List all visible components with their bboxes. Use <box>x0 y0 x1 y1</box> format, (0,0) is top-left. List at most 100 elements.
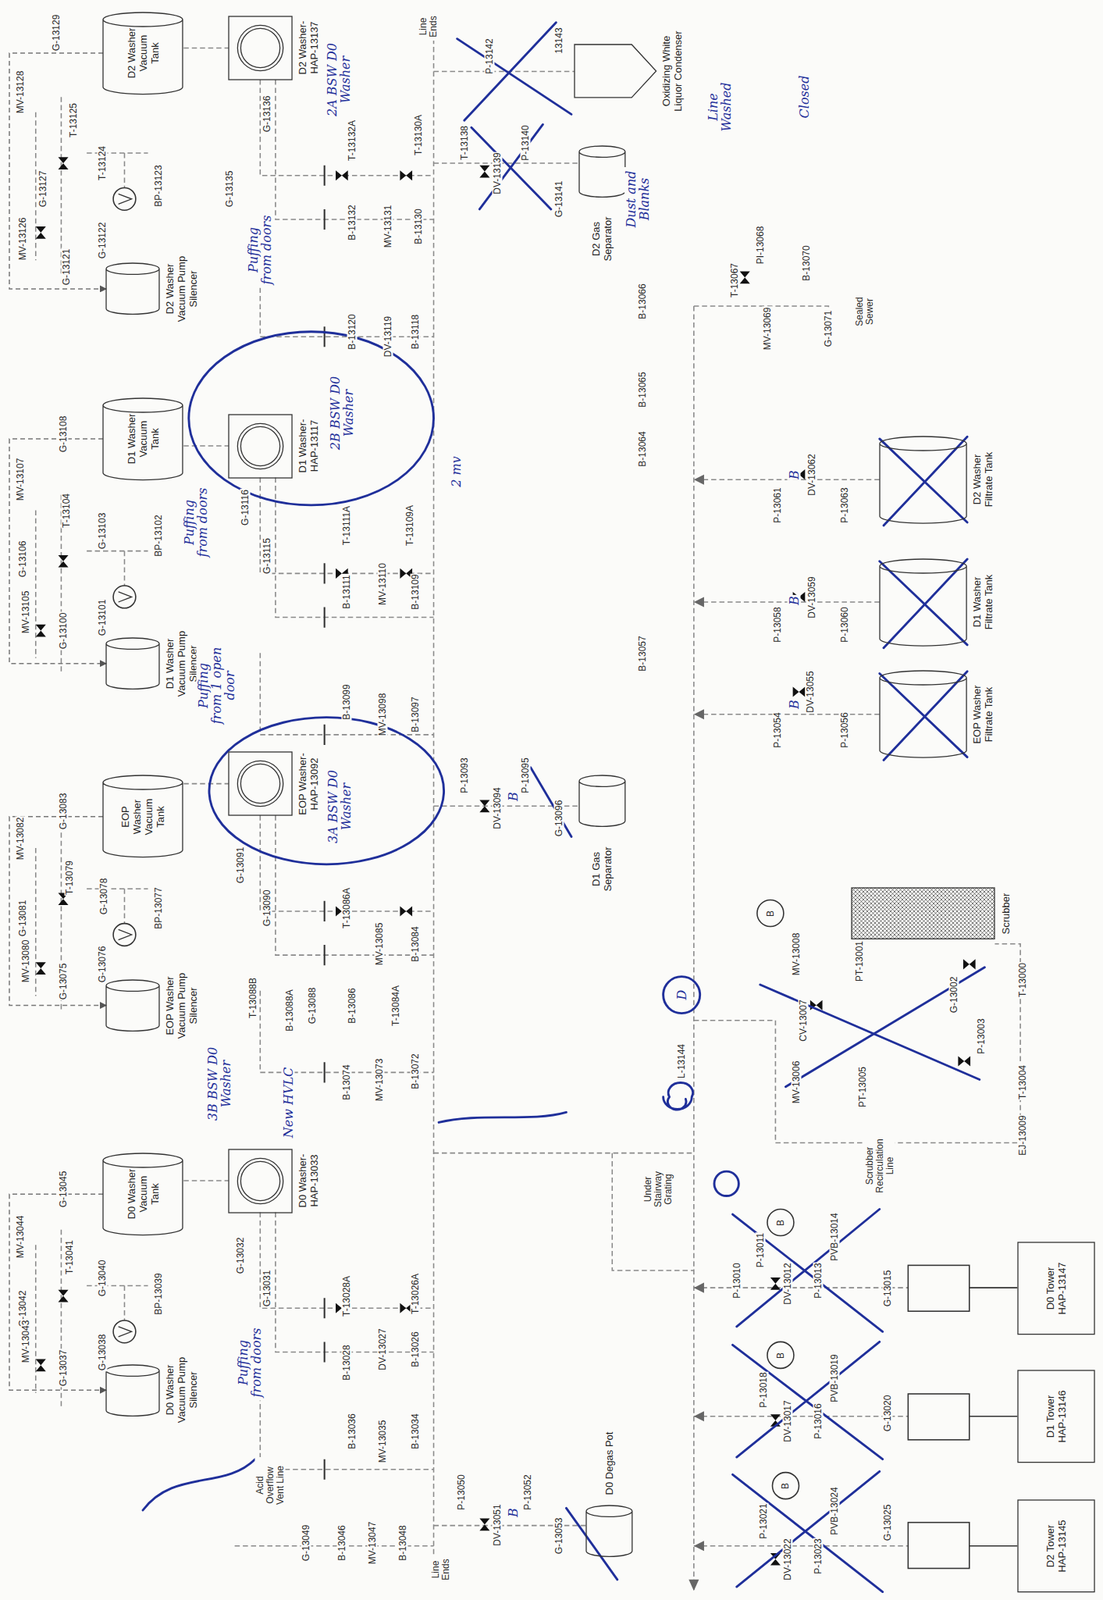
washer-drum <box>240 1160 280 1200</box>
tag-number: B-13132 <box>346 203 357 241</box>
vessel-outline <box>103 12 183 95</box>
tag-number: T-13130A <box>412 113 424 157</box>
equipment-text: EOP Washer-HAP-13092 <box>296 752 321 815</box>
washer-drum <box>240 764 280 804</box>
line-note: Scrubber Recirculation Line <box>864 1133 895 1198</box>
equipment-symbol <box>228 16 292 80</box>
tag-number: MV-13073 <box>374 1057 385 1103</box>
tag-number: P-13061 <box>772 486 783 524</box>
washer-outline <box>228 16 292 80</box>
tag-number: DV-13059 <box>807 575 818 619</box>
equipment-name: D1 Washer Filtrate Tank <box>971 565 995 640</box>
handwritten-note: B <box>786 698 801 710</box>
tag-number: EJ-13009 <box>1017 1113 1028 1156</box>
tag-number: G-13081 <box>17 899 28 938</box>
tag-number: DV-13017 <box>782 1398 794 1442</box>
equipment-text: D1 Washer Vacuum Tank <box>124 410 161 467</box>
equipment-text: EOP Washer Vacuum Tank <box>119 788 167 845</box>
tag-number: G-13091 <box>235 846 246 885</box>
tag-number: T-13026A <box>409 1272 420 1315</box>
tag-number: CV-13007 <box>797 998 808 1042</box>
tag-number: G-13129 <box>50 13 61 52</box>
equipment-symbol <box>106 263 160 314</box>
equipment-symbol <box>851 887 995 939</box>
tag-number: G-13127 <box>37 169 48 208</box>
tag-number: MV-13008 <box>790 932 801 977</box>
equipment-text: D0 Degas Pot <box>603 1423 616 1502</box>
washer-drum <box>240 426 280 466</box>
tag-number: P-13140 <box>520 124 531 161</box>
tower-node: D0 TowerHAP-13147 <box>1017 1241 1095 1335</box>
valve-symbol <box>479 165 975 1566</box>
equipment-symbol <box>106 979 160 1031</box>
tag-number: MV-13082 <box>15 816 26 862</box>
equipment-text: D2 Washer-HAP-13137 <box>296 16 321 79</box>
tag-number: G-13122 <box>96 221 107 260</box>
tower-node: D2 TowerHAP-13145 <box>1017 1499 1095 1592</box>
tag-number: G-13075 <box>58 962 69 1001</box>
washer-outline <box>228 751 292 815</box>
equipment-symbol <box>106 1364 160 1416</box>
equipment-symbol <box>579 145 626 197</box>
equipment-text: Oxidizing White Liquor Condenser <box>660 28 684 114</box>
equipment-text: D1 Washer Filtrate Tank <box>971 565 995 640</box>
handwritten-note: Puffing from doors <box>182 484 210 561</box>
handwritten-note: Puffing from 1 open door <box>196 645 237 726</box>
tag-number: B-13086 <box>346 986 357 1024</box>
equipment-name: D1 Washer Vacuum Pump Silencer <box>163 627 200 700</box>
tag-number: DV-13119 <box>382 315 393 358</box>
tag-number: P-13056 <box>839 711 851 748</box>
tag-number: T-13138 <box>458 124 470 161</box>
tag-number: MV-13085 <box>374 921 385 967</box>
tag-number: MV-13043 <box>20 1318 31 1363</box>
tag-number: G-13101 <box>96 597 107 637</box>
tag-number: P-13054 <box>772 711 783 748</box>
handwritten-note: B <box>506 1506 520 1518</box>
equipment-text: D2 Washer Vacuum Pump Silencer <box>163 252 200 325</box>
tag-number: P-13050 <box>455 1473 467 1510</box>
tag-number: DV-13051 <box>491 1502 502 1546</box>
tag-number: PT-13001 <box>853 939 865 983</box>
washer-node: D1 Washer-HAP-13117 <box>228 414 321 478</box>
handwritten-note: 3B BSW D0 Washer <box>206 1042 233 1126</box>
tank-node: EOP Washer Filtrate Tank <box>879 670 995 758</box>
tag-number: MV-13131 <box>382 204 393 250</box>
vessel-outline <box>106 637 160 689</box>
tank-node: D2 Washer Vacuum Pump Silencer <box>106 252 200 325</box>
vacuum-line <box>9 816 107 1006</box>
tag-number: G-13106 <box>17 540 28 579</box>
equipment-name: Scrubber <box>999 892 1011 934</box>
washer-piping <box>35 1180 435 1480</box>
tag-number: B-13118 <box>409 313 420 350</box>
vessel-outline <box>879 670 967 758</box>
vacuum-line <box>9 438 107 664</box>
tag-number: PI-13068 <box>754 224 765 265</box>
vessel-outline <box>103 775 183 858</box>
tank-node: D2 Washer Vacuum Tank <box>103 12 183 95</box>
tag-number: T-13004 <box>1017 1063 1028 1100</box>
equipment-symbol <box>228 414 292 478</box>
tag-number: MV-13107 <box>15 457 26 502</box>
equipment-name: D2 Washer Vacuum Pump Silencer <box>163 252 200 325</box>
line-note: Acid Overflow Vent Line <box>255 1456 286 1513</box>
tag-number: T-13124 <box>96 145 107 182</box>
tag-number: T-13084A <box>391 983 402 1026</box>
equipment-name: D2 Washer-HAP-13137 <box>296 16 321 79</box>
tag-number: PVB-13019 <box>829 1352 840 1402</box>
tag-number: G-13083 <box>58 792 69 831</box>
washer-outline <box>228 1149 292 1213</box>
tag-number: DV-13012 <box>782 1262 794 1306</box>
equipment-text: D2 Washer Vacuum Tank <box>124 24 161 82</box>
washer-piping <box>35 47 435 347</box>
tag-number: G-13032 <box>235 1235 246 1274</box>
tag-number: B-13099 <box>341 683 353 721</box>
equipment-name: HAP-13146 <box>1056 1384 1068 1449</box>
equipment-symbol <box>879 670 967 758</box>
line-note: Sealed Sewer <box>854 292 876 330</box>
equipment-symbol <box>228 1149 292 1213</box>
equipment-symbol <box>579 775 626 826</box>
tag-number: B-13066 <box>637 282 648 320</box>
tag-number: G-13045 <box>58 1169 69 1208</box>
tag-number: B-13036 <box>346 1412 357 1449</box>
tag-number: G-13071 <box>823 309 834 349</box>
